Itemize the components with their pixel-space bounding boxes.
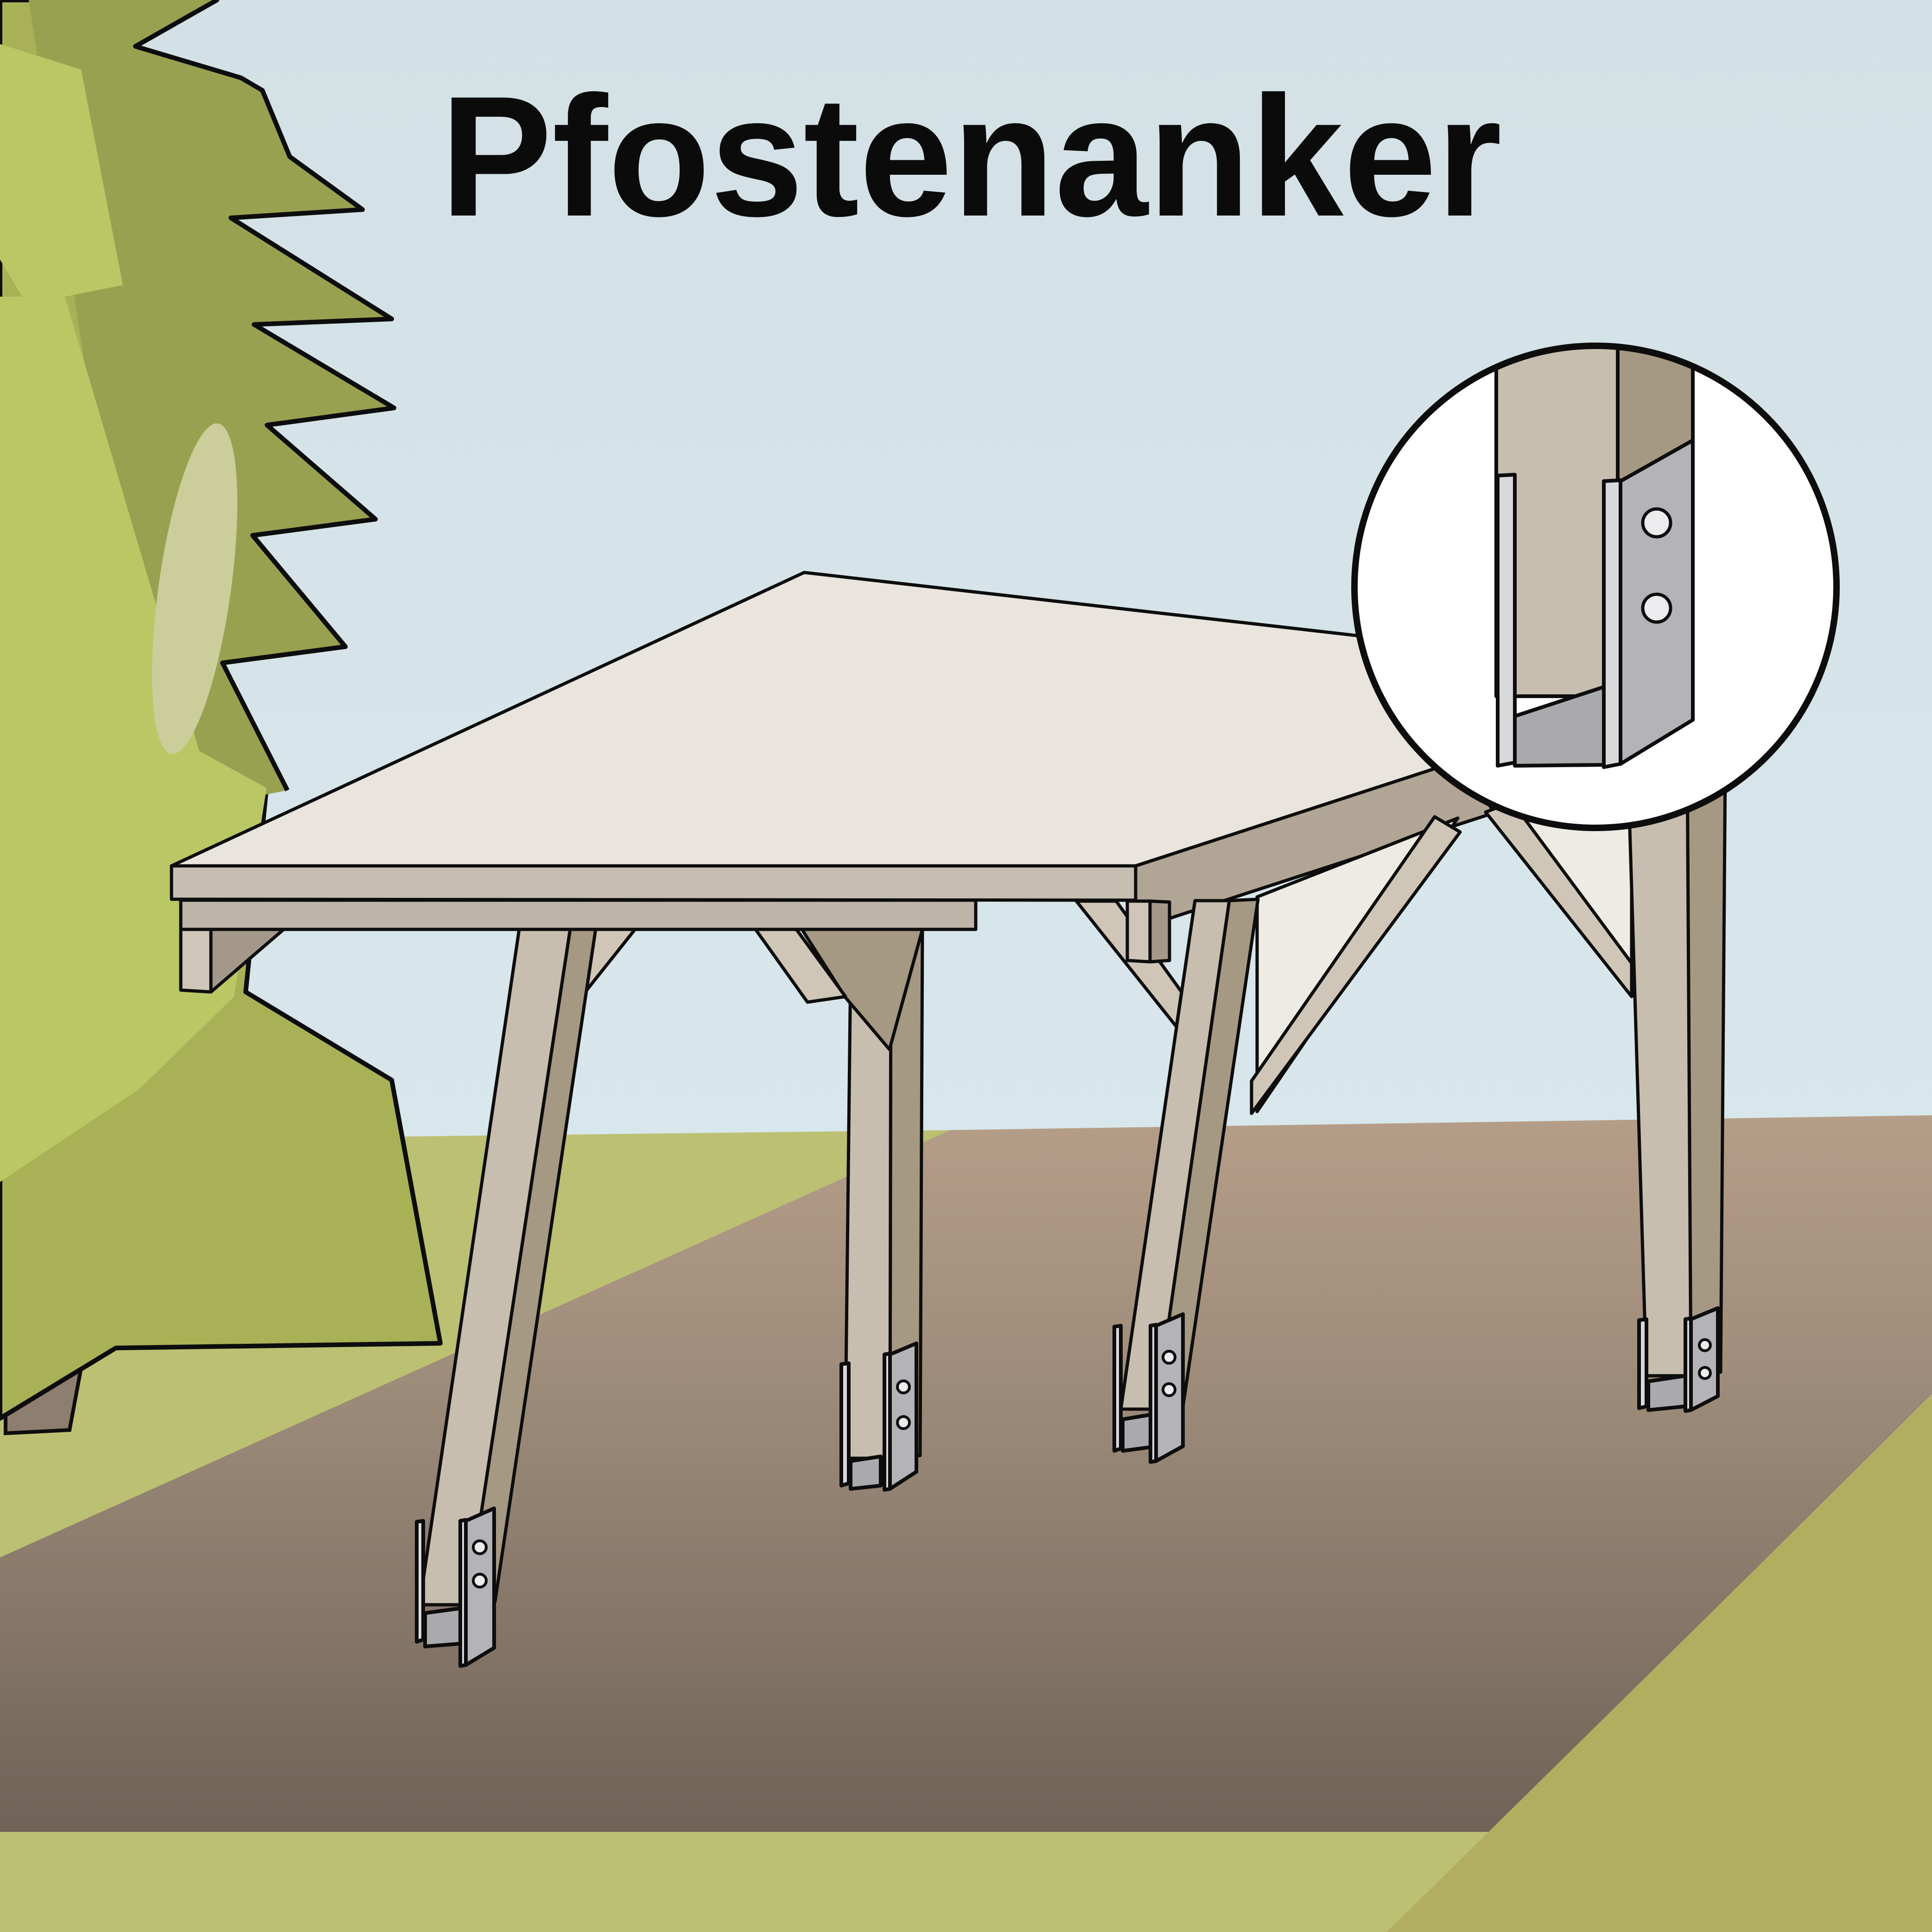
post-rear-left [800, 928, 924, 1460]
anchor-web [1646, 1374, 1687, 1412]
page-title: Pfostenanker [440, 61, 1502, 252]
detail-contents [1494, 346, 1695, 769]
roof-front-fascia [170, 864, 1138, 902]
detail-bolt-hole [1641, 507, 1672, 539]
bolt-hole [472, 1539, 488, 1555]
anchor-near-plate [1637, 1317, 1648, 1410]
detail-circle-outline [1351, 343, 1840, 831]
tree-foliage-highlight [152, 423, 238, 754]
bolt-hole [896, 1415, 911, 1430]
anchor-near-plate [839, 1361, 851, 1487]
detail-bolt-hole [1641, 592, 1672, 624]
detail-anchor-inner-plate-edge [1602, 478, 1622, 769]
bolt-hole [472, 1573, 488, 1589]
anchor-outer-plate [1689, 1306, 1720, 1412]
tree [0, 0, 443, 1436]
post-anchor-rear-left [839, 1341, 918, 1492]
post-anchor-rear-right [1637, 1306, 1720, 1413]
bolt-hole [1698, 1366, 1712, 1380]
bolt-hole [1162, 1382, 1176, 1397]
post-anchor-front-left [415, 1506, 496, 1668]
post-rear-right [1626, 765, 1727, 1378]
bolt-hole [1162, 1350, 1176, 1365]
brace-rear-left [754, 928, 847, 1004]
side-beam-end-left-face [179, 928, 213, 994]
bolt-hole [896, 1379, 911, 1394]
detail-callout [1351, 343, 1840, 831]
side-beam-end-right-face [1125, 899, 1152, 964]
tree-foliage-dark-outline [133, 0, 396, 792]
post-rear-right-side-face [1685, 765, 1727, 1378]
anchor-near-plate [415, 1519, 425, 1644]
tree-foliage-dark [29, 0, 394, 816]
bolt-hole [1698, 1338, 1712, 1352]
tree-foliage-light-patch-1 [0, 44, 123, 306]
anchor-web [1121, 1413, 1152, 1453]
anchor-web [849, 1455, 883, 1491]
post-anchor-front-right [1112, 1312, 1185, 1464]
ground-grass-dark [1387, 1395, 1932, 1932]
side-beam-ends [179, 899, 1171, 994]
side-beam-end-left-underside [209, 928, 286, 994]
brace-right-bay [1250, 815, 1462, 1115]
detail-anchor-near-plate [1496, 473, 1517, 768]
side-beam-end-right-underside [1148, 899, 1171, 964]
anchor-near-plate [1112, 1324, 1123, 1453]
roof-front-beam [179, 898, 978, 931]
